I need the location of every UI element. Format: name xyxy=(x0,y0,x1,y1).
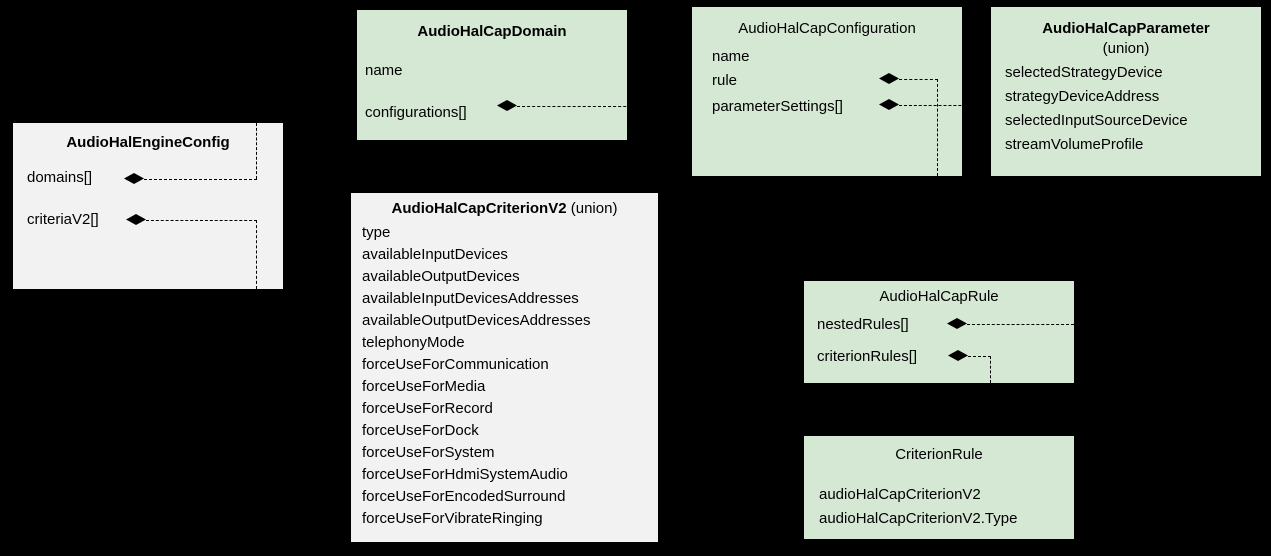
field-capdomain-name[interactable]: name xyxy=(365,62,403,79)
entity-audiohalcapconfiguration[interactable]: AudioHalCapConfiguration name rule param… xyxy=(692,7,962,176)
entity-audiohalcapdomain[interactable]: AudioHalCapDomain name configurations[] xyxy=(357,10,627,140)
field-criterionv2-forceuseforrecord[interactable]: forceUseForRecord xyxy=(362,400,493,417)
field-capconfiguration-rule[interactable]: rule xyxy=(712,72,738,89)
link-rule-vertical xyxy=(937,79,938,176)
link-criteriav2-vertical xyxy=(256,220,257,289)
link-configurations-horizontal xyxy=(517,106,692,107)
field-capconfiguration-parametersettings[interactable]: parameterSettings[] xyxy=(712,98,843,115)
entity-title-audiohalcapconfiguration: AudioHalCapConfiguration xyxy=(738,20,916,37)
field-engineconfig-criteriav2[interactable]: criteriaV2[] xyxy=(27,211,99,228)
field-criterionv2-forceuseforhdmisystemaudio[interactable]: forceUseForHdmiSystemAudio xyxy=(362,466,568,483)
field-criterionv2-availableoutputdevices[interactable]: availableOutputDevices xyxy=(362,268,520,285)
composition-diamond-parametersettings xyxy=(879,99,899,110)
field-criterionv2-forceuseforvibrateringing[interactable]: forceUseForVibrateRinging xyxy=(362,510,543,527)
link-domains-vertical xyxy=(256,123,257,179)
entity-title-audiohalcaprule: AudioHalCapRule xyxy=(879,288,999,305)
field-criterionv2-telephonymode[interactable]: telephonyMode xyxy=(362,334,465,351)
entity-subtitle-audiohalcapparameter: (union) xyxy=(1102,40,1150,57)
entity-criterionrule[interactable]: CriterionRule audioHalCapCriterionV2 aud… xyxy=(804,436,1074,539)
field-criterionv2-availableinputdevicesaddresses[interactable]: availableInputDevicesAddresses xyxy=(362,290,579,307)
composition-diamond-configurations xyxy=(497,100,517,111)
link-rule-horizontal xyxy=(899,79,938,80)
entity-audiohalengineconfig[interactable]: AudioHalEngineConfig domains[] criteriaV… xyxy=(13,123,283,289)
composition-diamond-criteriav2 xyxy=(126,214,146,225)
entity-title-audiohalcapdomain: AudioHalCapDomain xyxy=(417,23,567,40)
composition-diamond-domains xyxy=(124,173,144,184)
field-criterionrule-audiohalcapcriterionv2-type[interactable]: audioHalCapCriterionV2.Type xyxy=(819,510,1018,527)
link-criterionrules-vertical xyxy=(990,356,991,383)
link-domains-horizontal xyxy=(144,179,257,180)
composition-diamond-nestedrules xyxy=(947,318,967,329)
entity-title-audiohalengineconfig: AudioHalEngineConfig xyxy=(66,134,230,151)
field-capparameter-streamvolumeprofile[interactable]: streamVolumeProfile xyxy=(1005,136,1144,153)
link-nestedrules-horizontal xyxy=(967,324,1074,325)
field-criterionv2-forceuseforsystem[interactable]: forceUseForSystem xyxy=(362,444,495,461)
field-capconfiguration-name[interactable]: name xyxy=(712,48,750,65)
field-criterionv2-availableinputdevices[interactable]: availableInputDevices xyxy=(362,246,508,263)
entity-title-criterionrule: CriterionRule xyxy=(895,446,983,463)
field-criterionv2-type[interactable]: type xyxy=(362,224,391,241)
field-criterionv2-forceuseforcommunication[interactable]: forceUseForCommunication xyxy=(362,356,549,373)
link-criterionrules-horizontal xyxy=(968,356,991,357)
entity-audiohalcapparameter[interactable]: AudioHalCapParameter (union) selectedStr… xyxy=(991,7,1261,176)
composition-diamond-rule xyxy=(879,73,899,84)
field-criterionv2-forceuseformedia[interactable]: forceUseForMedia xyxy=(362,378,486,395)
field-engineconfig-domains[interactable]: domains[] xyxy=(27,169,93,186)
entity-subtitle-audiohalcapcriterionv2: (union) xyxy=(570,200,618,217)
field-criterionv2-forceuseforencodedsurround[interactable]: forceUseForEncodedSurround xyxy=(362,488,566,505)
entity-title-text-audiohalcapparameter: AudioHalCapParameter xyxy=(1042,20,1210,37)
field-caprule-criterionrules[interactable]: criterionRules[] xyxy=(817,348,918,365)
field-criterionrule-audiohalcapcriterionv2[interactable]: audioHalCapCriterionV2 xyxy=(819,486,981,503)
link-criteriav2-horizontal xyxy=(146,220,257,221)
field-criterionv2-availableoutputdevicesaddresses[interactable]: availableOutputDevicesAddresses xyxy=(362,312,591,329)
field-capparameter-selectedinputsourcedevice[interactable]: selectedInputSourceDevice xyxy=(1005,112,1188,129)
entity-title-audiohalcapparameter: AudioHalCapParameter xyxy=(991,21,1261,36)
link-parametersettings-horizontal xyxy=(899,105,991,106)
field-caprule-nestedrules[interactable]: nestedRules[] xyxy=(817,316,909,333)
entity-title-text-audiohalcapcriterionv2: AudioHalCapCriterionV2 xyxy=(391,200,567,217)
field-criterionv2-forceusefordock[interactable]: forceUseForDock xyxy=(362,422,479,439)
entity-audiohalcapcriterionv2[interactable]: AudioHalCapCriterionV2 (union) type avai… xyxy=(351,193,658,542)
composition-diamond-criterionrules xyxy=(948,350,968,361)
field-capparameter-strategydeviceaddress[interactable]: strategyDeviceAddress xyxy=(1005,88,1160,105)
field-capdomain-configurations[interactable]: configurations[] xyxy=(365,104,467,121)
entity-title-audiohalcapcriterionv2: AudioHalCapCriterionV2 (union) xyxy=(351,201,658,216)
field-capparameter-selectedstrategydevice[interactable]: selectedStrategyDevice xyxy=(1005,64,1163,81)
entity-audiohalcaprule[interactable]: AudioHalCapRule nestedRules[] criterionR… xyxy=(804,281,1074,383)
